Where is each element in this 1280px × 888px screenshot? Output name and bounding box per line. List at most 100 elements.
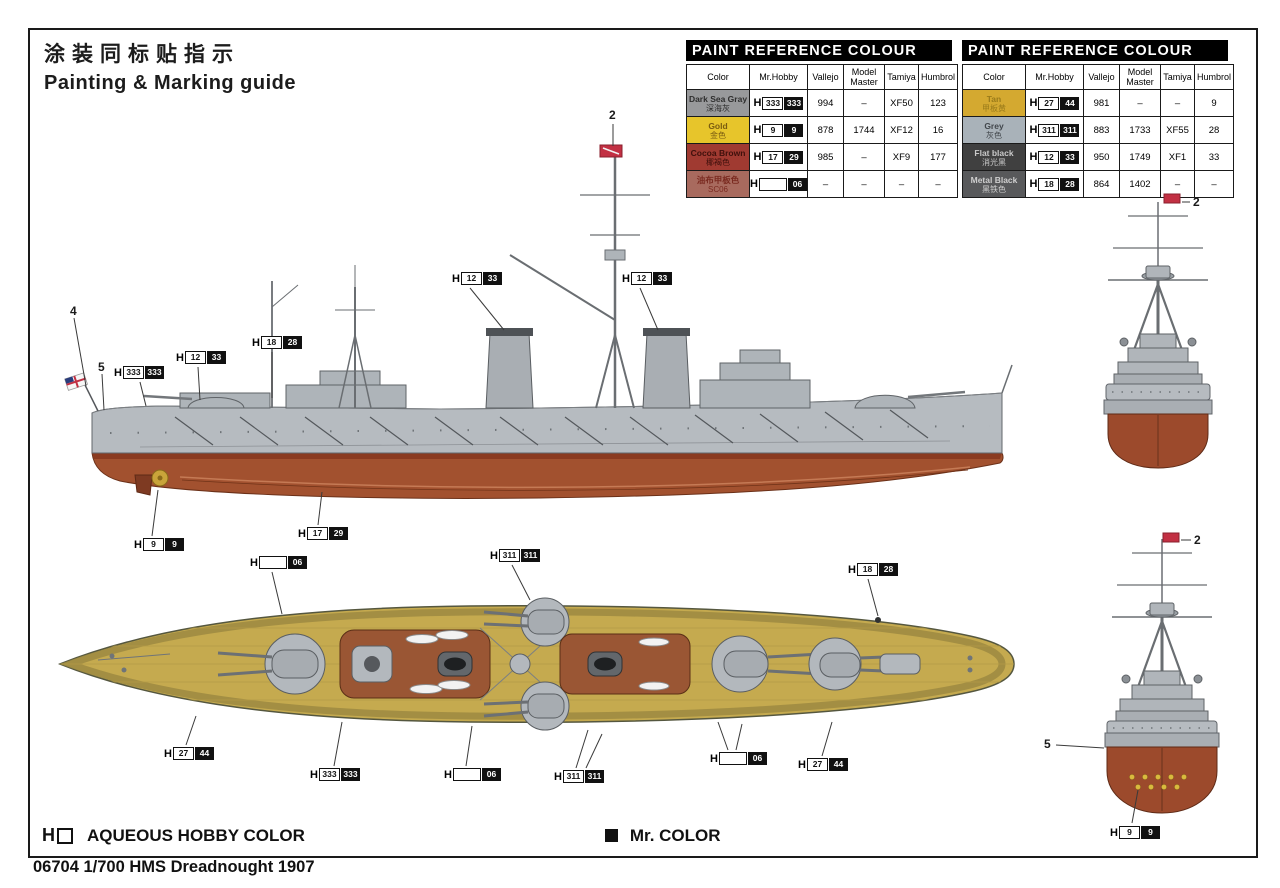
- net-shelf-line: [139, 440, 951, 448]
- plan-forward-superstructure: [339, 629, 491, 699]
- col-color: Color: [686, 64, 750, 90]
- paint-table-2: PAINT REFERENCE COLOUR Color Mr.Hobby Va…: [962, 40, 1234, 198]
- h-prefix: H: [1029, 123, 1038, 136]
- color-name: Gold: [708, 120, 728, 131]
- ships-boat: [435, 630, 469, 640]
- ships-boat: [638, 681, 670, 691]
- color-name-cn: 深海灰: [706, 103, 730, 113]
- mrcolor-code: 29: [784, 150, 804, 164]
- bow-superstructure: [1113, 265, 1203, 385]
- aqueous-code: 9: [762, 123, 784, 137]
- paint-table-2-header: PAINT REFERENCE COLOUR: [962, 40, 1228, 61]
- funnel-1: [485, 332, 534, 409]
- plan-stern-fittings: [875, 617, 973, 675]
- ships-boat: [409, 684, 443, 694]
- color-name-cn: 灰色: [986, 130, 1002, 140]
- paint-table-1: PAINT REFERENCE COLOUR Color Mr.Hobby Va…: [686, 40, 958, 198]
- ship-stern-view-drawing: [1104, 532, 1220, 814]
- flag-icon: [1163, 193, 1181, 204]
- col-tamiya: Tamiya: [1160, 64, 1195, 90]
- h-prefix: H: [753, 96, 762, 109]
- title-block: 涂装同标贴指示 Painting & Marking guide: [44, 38, 296, 95]
- aqueous-code: 18: [1038, 177, 1060, 191]
- funnel-2: [642, 332, 691, 409]
- ships-boat: [437, 680, 471, 690]
- vallejo-cell: 981: [1083, 89, 1120, 117]
- h-prefix: H: [753, 123, 762, 136]
- gaff: [271, 284, 299, 308]
- humbrol-cell: 123: [918, 89, 958, 117]
- modelmaster-cell: 1733: [1119, 116, 1161, 144]
- color-name: Dark Sea Gray: [688, 93, 748, 104]
- col-humbrol: Humbrol: [918, 64, 958, 90]
- vallejo-cell: 883: [1083, 116, 1120, 144]
- color-name-cn: 甲板黄: [982, 103, 1006, 113]
- callout-num-2: 2: [1193, 195, 1200, 209]
- turret-aft: [187, 397, 245, 409]
- aqueous-box-icon: [57, 827, 73, 844]
- humbrol-cell: –: [1194, 170, 1234, 198]
- aqueous-code: 12: [1038, 150, 1060, 164]
- boat-derrick: [509, 254, 616, 321]
- mrcolor-code: 44: [1060, 96, 1080, 110]
- tamiya-cell: –: [1160, 170, 1195, 198]
- callout-num-2: 2: [1194, 533, 1201, 547]
- tamiya-cell: –: [1160, 89, 1195, 117]
- color-name: 油布甲板色: [696, 174, 740, 185]
- col-mrhobby: Mr.Hobby: [749, 64, 808, 90]
- h-prefix: H: [1029, 96, 1038, 109]
- humbrol-cell: 28: [1194, 116, 1234, 144]
- h-prefix: H: [750, 177, 758, 190]
- column-header-row: Color Mr.Hobby Vallejo Model Master Tami…: [962, 64, 1234, 90]
- color-name: Metal Black: [970, 174, 1018, 185]
- ship-bow-view-drawing: [1103, 193, 1213, 469]
- modelmaster-cell: –: [843, 143, 885, 171]
- funnel-1-cap: [486, 328, 533, 336]
- mrcolor-code: 33: [1060, 150, 1080, 164]
- callout-num-2: 2: [609, 108, 616, 122]
- color-name-cn: 消光黑: [982, 157, 1006, 167]
- kit-number-title: 06704 1/700 HMS Dreadnought 1907: [33, 858, 315, 876]
- vallejo-cell: 950: [1083, 143, 1120, 171]
- aqueous-code: 311: [1038, 123, 1060, 137]
- color-name-cn: 金色: [710, 130, 726, 140]
- vallejo-cell: 994: [807, 89, 844, 117]
- searchlight: [875, 617, 881, 623]
- ship-side-profile-drawing: [64, 144, 1013, 499]
- column-header-row: Color Mr.Hobby Vallejo Model Master Tami…: [686, 64, 958, 90]
- side-masts: [271, 153, 1013, 409]
- col-humbrol: Humbrol: [1194, 64, 1234, 90]
- modelmaster-cell: 1402: [1119, 170, 1161, 198]
- tamiya-cell: XF55: [1160, 116, 1195, 144]
- mrcolor-code: 9: [784, 123, 804, 137]
- humbrol-cell: 9: [1194, 89, 1234, 117]
- col-vallejo: Vallejo: [1083, 64, 1120, 90]
- vallejo-cell: –: [807, 170, 844, 198]
- modelmaster-cell: –: [843, 170, 885, 198]
- tamiya-cell: XF9: [884, 143, 919, 171]
- modelmaster-cell: 1744: [843, 116, 885, 144]
- aqueous-label: AQUEOUS HOBBY COLOR: [87, 825, 305, 845]
- color-name-cn: 黑铁色: [982, 184, 1006, 194]
- page-title-cn: 涂装同标贴指示: [44, 43, 240, 66]
- tamiya-cell: XF50: [884, 89, 919, 117]
- plan-wing-turret-Q: [483, 681, 570, 731]
- color-name: Grey: [984, 120, 1004, 131]
- plan-turret-A: [217, 633, 326, 695]
- paint-table-1-header: PAINT REFERENCE COLOUR: [686, 40, 952, 61]
- funnel-2-cap: [643, 328, 690, 336]
- mrcolor-code: 333: [784, 96, 804, 110]
